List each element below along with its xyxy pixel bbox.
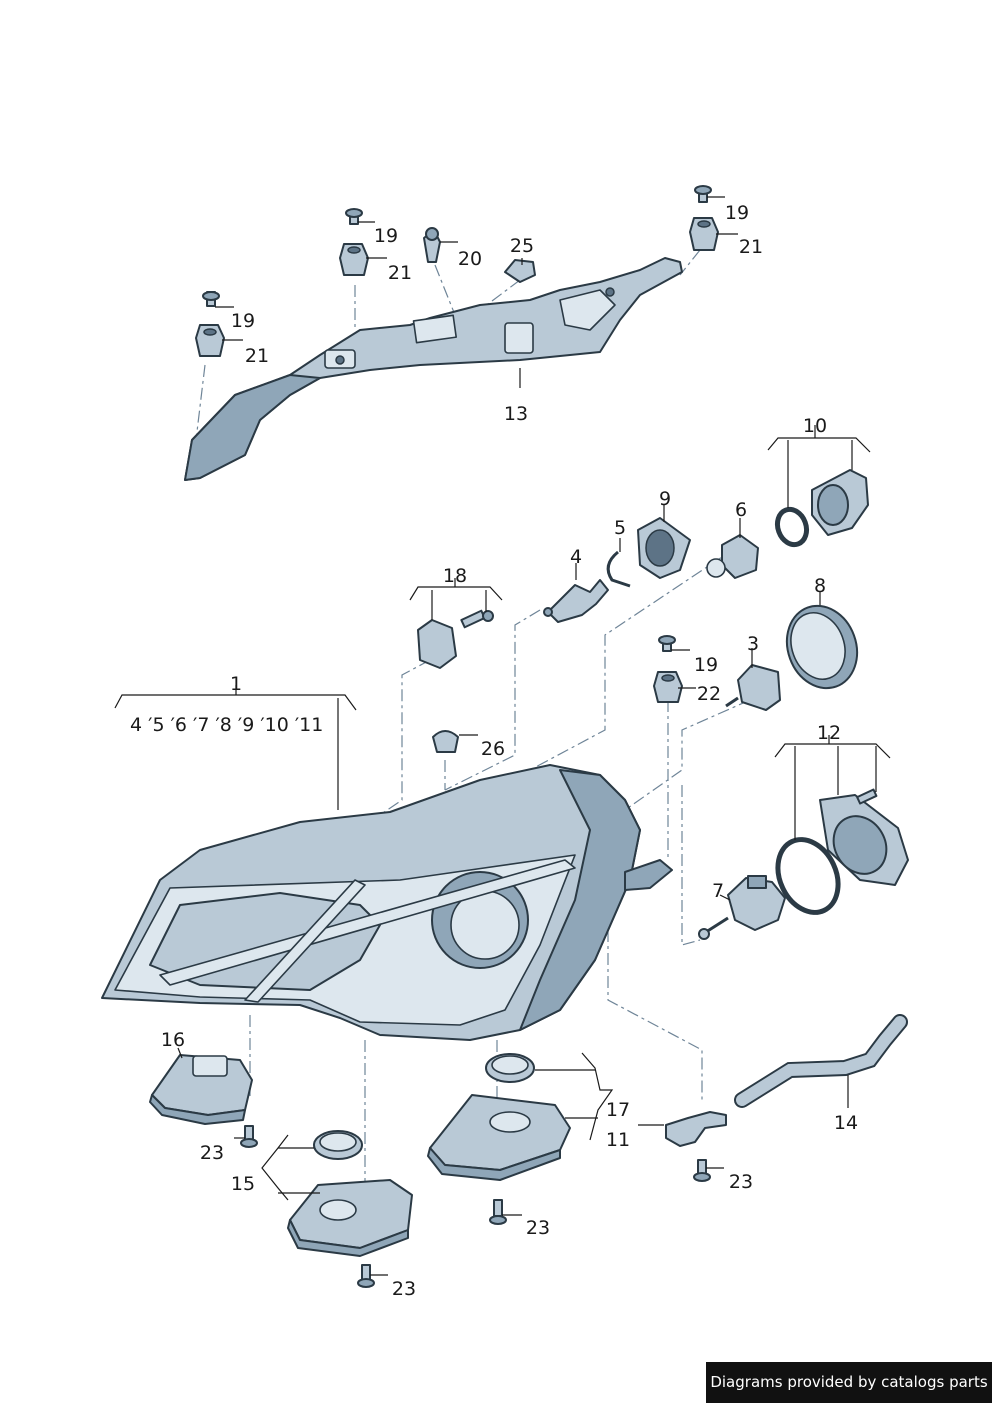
label-19-a: 19: [231, 310, 255, 332]
label-10: 10: [803, 415, 827, 437]
label-11: 11: [606, 1129, 630, 1151]
label-19-d: 19: [694, 654, 718, 676]
label-12: 12: [817, 722, 841, 744]
screw-20[interactable]: [423, 227, 441, 263]
label-23-b: 23: [392, 1278, 416, 1300]
retaining-clip-5[interactable]: [606, 550, 631, 588]
screw-23-c[interactable]: [489, 1199, 507, 1225]
cap-assembly-12[interactable]: [767, 788, 909, 923]
label-15: 15: [231, 1173, 255, 1195]
retaining-ring-9[interactable]: [637, 517, 691, 579]
screw-19-d[interactable]: [658, 635, 676, 652]
actuator-7[interactable]: [698, 875, 786, 940]
control-unit-17[interactable]: [427, 1053, 571, 1181]
screw-19-b[interactable]: [345, 208, 363, 225]
leader-lines: [114, 196, 891, 1276]
label-26: 26: [481, 738, 505, 760]
label-23-c: 23: [526, 1217, 550, 1239]
label-16: 16: [161, 1029, 185, 1051]
clip-21-b[interactable]: [339, 243, 369, 276]
label-19-b: 19: [374, 225, 398, 247]
label-4: 4: [570, 546, 582, 568]
holder-11[interactable]: [665, 1111, 727, 1147]
watermark-banner: Diagrams provided by catalogs parts: [706, 1362, 992, 1403]
label-3: 3: [747, 633, 759, 655]
label-23-a: 23: [200, 1142, 224, 1164]
clip-21-c[interactable]: [689, 217, 719, 251]
screw-23-b[interactable]: [357, 1264, 375, 1288]
label-8: 8: [814, 575, 826, 597]
control-unit-15[interactable]: [287, 1130, 413, 1257]
xenon-bulb-3[interactable]: [725, 664, 781, 711]
headlight-housing-1[interactable]: [101, 764, 673, 1041]
adjuster-18[interactable]: [417, 609, 494, 669]
label-7: 7: [712, 880, 724, 902]
label-22: 22: [697, 683, 721, 705]
label-21-a: 21: [245, 345, 269, 367]
label-9: 9: [659, 488, 671, 510]
label-5: 5: [614, 517, 626, 539]
cap-assembly-10[interactable]: [773, 469, 869, 549]
label-14: 14: [834, 1112, 858, 1134]
label-25: 25: [510, 235, 534, 257]
label-1: 1: [230, 673, 242, 695]
label-21-b: 21: [388, 262, 412, 284]
clip-21-a[interactable]: [195, 324, 225, 357]
control-unit-16[interactable]: [149, 1054, 253, 1125]
screw-23-d[interactable]: [693, 1159, 711, 1182]
screw-19-c[interactable]: [694, 185, 712, 203]
cap-8[interactable]: [776, 596, 869, 698]
label-23-d: 23: [729, 1171, 753, 1193]
part-labels: 1 4 ′5 ′6 ′7 ′8 ′9 ′10 ′11 3 4 5 6 7 8 9…: [130, 202, 858, 1300]
label-6: 6: [735, 499, 747, 521]
label-19-c: 19: [725, 202, 749, 224]
label-17: 17: [606, 1099, 630, 1121]
hose-14[interactable]: [734, 1014, 908, 1108]
mounting-bracket-13[interactable]: [184, 257, 683, 481]
screw-19-a[interactable]: [202, 291, 220, 307]
bulb-socket-6[interactable]: [706, 534, 759, 579]
label-21-c: 21: [739, 236, 763, 258]
label-18: 18: [443, 565, 467, 587]
label-13: 13: [504, 403, 528, 425]
screw-23-a[interactable]: [240, 1125, 258, 1148]
label-20: 20: [458, 248, 482, 270]
clip-22[interactable]: [653, 671, 683, 703]
cap-26[interactable]: [432, 730, 459, 753]
label-1-sub: 4 ′5 ′6 ′7 ′8 ′9 ′10 ′11: [130, 714, 323, 736]
nut-25[interactable]: [504, 259, 536, 283]
bulb-4[interactable]: [543, 579, 609, 623]
